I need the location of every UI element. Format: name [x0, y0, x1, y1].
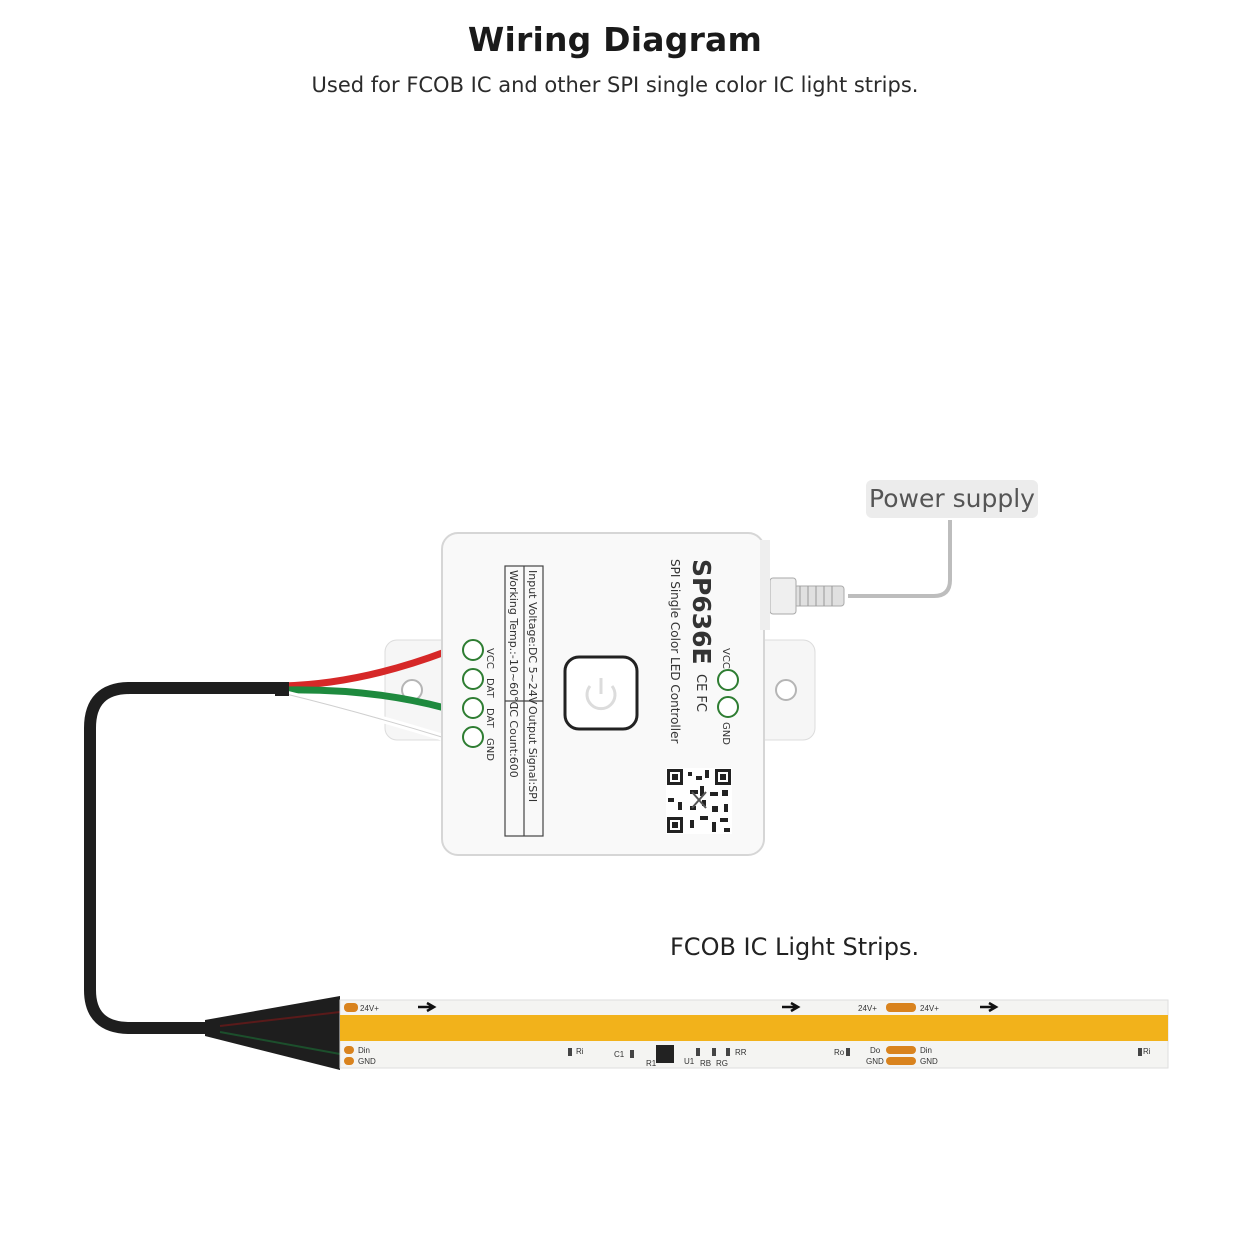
- fcob-light-strip: [339, 999, 1169, 1069]
- strip-gnd-label: GND: [358, 1057, 376, 1066]
- strip-rr-label: RR: [735, 1048, 747, 1057]
- qr-code-icon: [666, 768, 732, 834]
- ic-count: IC Count:600: [507, 706, 520, 778]
- mounting-tab-right: [749, 639, 816, 741]
- strip-r1-label: R1: [646, 1059, 657, 1068]
- strip-do-label: Do: [870, 1046, 881, 1055]
- power-pin-vcc-label: VCC: [720, 648, 731, 669]
- strip-24v-label: 24V+: [360, 1004, 379, 1013]
- strip-u1-label: U1: [684, 1057, 695, 1066]
- strip-24v-label-2: 24V+: [858, 1004, 877, 1013]
- diagram-title: Wiring Diagram: [467, 20, 763, 59]
- controller-wires: [275, 648, 447, 742]
- output-pin-gnd-label: GND: [484, 738, 495, 761]
- strip-gnd-label-3: GND: [920, 1057, 938, 1066]
- strip-ri-label: Ri: [576, 1047, 584, 1056]
- strip-cable-end: [205, 996, 341, 1070]
- power-icon: [585, 685, 617, 711]
- output-pin-vcc-label: VCC: [484, 648, 495, 669]
- controller-name: SPI Single Color LED Controller: [668, 559, 682, 743]
- signal-cable: [84, 682, 291, 1034]
- power-supply-label: Power supply: [866, 480, 1038, 518]
- controller-label: SP636E SPI Single Color LED Controller C…: [484, 559, 731, 837]
- strip-gnd-label-2: GND: [866, 1057, 884, 1066]
- strip-din-label-2: Din: [920, 1046, 932, 1055]
- strip-rb-label: RB: [700, 1059, 711, 1068]
- strip-markings: 24V+ 24V+ 24V+ Din GND Do GND Din GND Ri…: [358, 1004, 1151, 1068]
- certifications: CE FC: [693, 674, 708, 712]
- power-cable: [769, 520, 952, 615]
- strip-24v-label-3: 24V+: [920, 1004, 939, 1013]
- working-temp: Working Temp.:-10~60°C: [507, 570, 520, 710]
- diagram-subtitle: Used for FCOB IC and other SPI single co…: [311, 73, 919, 97]
- strip-din-label: Din: [358, 1046, 370, 1055]
- power-pin-gnd-label: GND: [720, 722, 731, 745]
- output-terminals: [462, 639, 484, 748]
- power-terminals: [717, 669, 739, 718]
- ic-chip-icon: [656, 1045, 674, 1063]
- output-pin-dat-label: DAT: [484, 678, 495, 699]
- output-signal: Output Signal:SPI: [526, 706, 539, 802]
- output-pin-dat2-label: DAT: [484, 708, 495, 729]
- strip-c1-label: C1: [614, 1050, 625, 1059]
- strip-ri-label-2: Ri: [1143, 1047, 1151, 1056]
- input-voltage: Input Voltage:DC 5~24V: [526, 570, 539, 705]
- strip-rg-label: RG: [716, 1059, 728, 1068]
- controller-model: SP636E: [687, 559, 716, 665]
- strip-label: FCOB IC Light Strips.: [670, 933, 920, 961]
- power-button[interactable]: [563, 655, 639, 731]
- strip-ro-label: Ro: [834, 1048, 845, 1057]
